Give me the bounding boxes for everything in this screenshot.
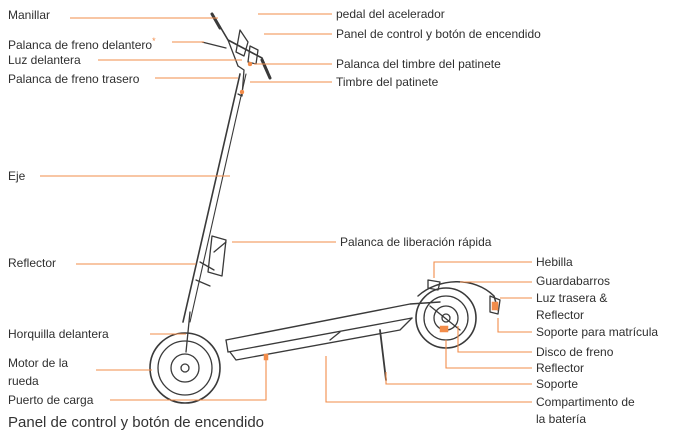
label-freno-delantero-mark: * [152,36,156,46]
label-reflector-left: Reflector [8,256,57,270]
label-puerto: Puerto de carga [8,393,94,407]
label-luz-trasera-1: Luz trasera & [536,291,608,305]
handlebar-grip-right [260,58,272,80]
label-freno-delantero: Palanca de freno delantero* [8,34,156,52]
leader-lines [40,13,532,403]
label-manillar: Manillar [8,8,51,22]
label-motor-1: Motor de la [8,356,69,370]
label-eje: Eje [8,169,26,183]
label-horquilla: Horquilla delantera [8,327,109,341]
kickstand [379,329,387,381]
label-reflector-right: Reflector [536,361,585,375]
label-luz-trasera-2: Reflector [536,308,585,322]
label-panel: Panel de control y botón de encendido [336,27,541,41]
label-compartimento-2: la batería [536,412,587,426]
label-motor-2: rueda [8,374,39,388]
stem [182,73,241,323]
handlebar-grip-left [210,12,222,30]
label-timbre: Timbre del patinete [336,75,439,89]
label-compartimento-1: Compartimento de [536,395,635,409]
label-freno-delantero-text: Palanca de freno delantero [8,38,153,52]
label-disco: Disco de freno [536,345,614,359]
front-fork [185,311,191,353]
stem-inner [189,73,247,323]
label-hebilla: Hebilla [536,255,573,269]
label-soporte: Soporte [536,377,579,391]
quick-release [207,235,227,277]
label-palanca-timbre: Palanca del timbre del patinete [336,57,501,71]
label-pedal: pedal del acelerador [336,7,445,21]
front-wheel [149,332,221,404]
label-freno-trasero: Palanca de freno trasero [8,72,140,86]
label-luz-delantera: Luz delantera [8,53,81,67]
caption: Panel de control y botón de encendido [8,414,265,431]
label-liberacion: Palanca de liberación rápida [340,235,492,249]
label-guardabarros: Guardabarros [536,274,611,288]
label-soporte-matricula: Soporte para matrícula [536,325,659,339]
deck-bottom [227,317,413,353]
deck-top [225,301,441,341]
